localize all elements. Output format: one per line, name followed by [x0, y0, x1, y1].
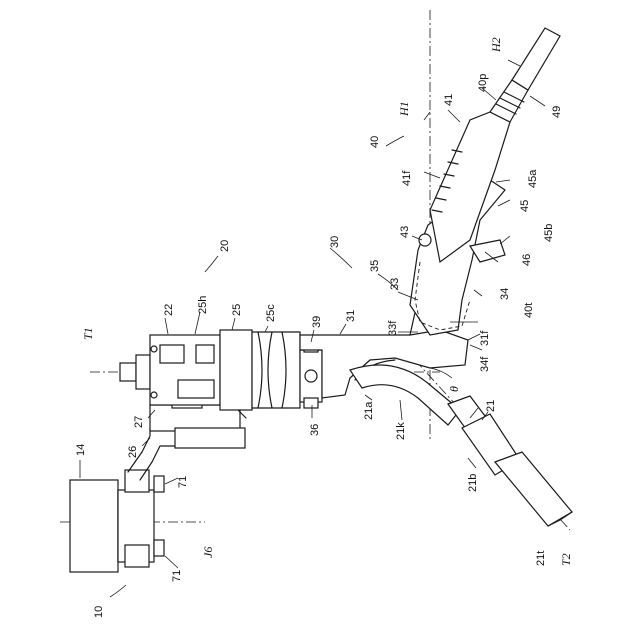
label-h2: H2 — [489, 37, 503, 53]
torch-neck — [350, 365, 572, 526]
label-31: 31 — [345, 310, 357, 322]
label-theta: θ — [447, 386, 461, 392]
label-21k: 21k — [395, 422, 407, 440]
handle-assembly — [410, 112, 510, 335]
connector-block — [300, 342, 322, 408]
label-t2: T2 — [559, 553, 573, 566]
label-14: 14 — [75, 444, 87, 456]
label-45b: 45b — [543, 224, 555, 242]
wrist-unit — [120, 330, 300, 410]
label-39: 39 — [311, 316, 323, 328]
label-21: 21 — [485, 400, 497, 412]
label-49: 49 — [551, 106, 563, 118]
label-71-top: 71 — [177, 476, 189, 488]
label-21b: 21b — [467, 474, 479, 492]
base-unit — [70, 470, 164, 572]
label-41: 41 — [443, 94, 455, 106]
label-26: 26 — [127, 446, 139, 458]
label-40p: 40p — [477, 74, 489, 92]
label-25h: 25h — [197, 296, 209, 314]
label-31f: 31f — [479, 330, 491, 346]
label-43: 43 — [399, 226, 411, 238]
label-71-bottom: 71 — [171, 570, 183, 582]
angle-arc — [430, 368, 452, 378]
label-25: 25 — [231, 304, 243, 316]
label-40: 40 — [369, 136, 381, 148]
label-36: 36 — [309, 424, 321, 436]
label-21t: 21t — [535, 551, 547, 566]
label-34: 34 — [499, 288, 511, 300]
label-j6: J6 — [201, 547, 215, 558]
label-t1: T1 — [81, 327, 95, 340]
label-45: 45 — [519, 200, 531, 212]
label-27: 27 — [133, 416, 145, 428]
label-34f: 34f — [479, 356, 491, 372]
label-40t: 40t — [523, 303, 535, 318]
label-35: 35 — [369, 260, 381, 272]
label-33: 33 — [389, 278, 401, 290]
label-25c: 25c — [265, 304, 277, 322]
label-20: 20 — [219, 240, 231, 252]
label-22: 22 — [163, 304, 175, 316]
label-h1: H1 — [397, 101, 411, 117]
label-41f: 41f — [401, 170, 413, 186]
label-45a: 45a — [527, 169, 539, 188]
label-10: 10 — [93, 606, 105, 618]
label-21a: 21a — [363, 401, 375, 420]
label-30: 30 — [329, 236, 341, 248]
label-33f: 33f — [387, 320, 399, 336]
label-46: 46 — [521, 254, 533, 266]
